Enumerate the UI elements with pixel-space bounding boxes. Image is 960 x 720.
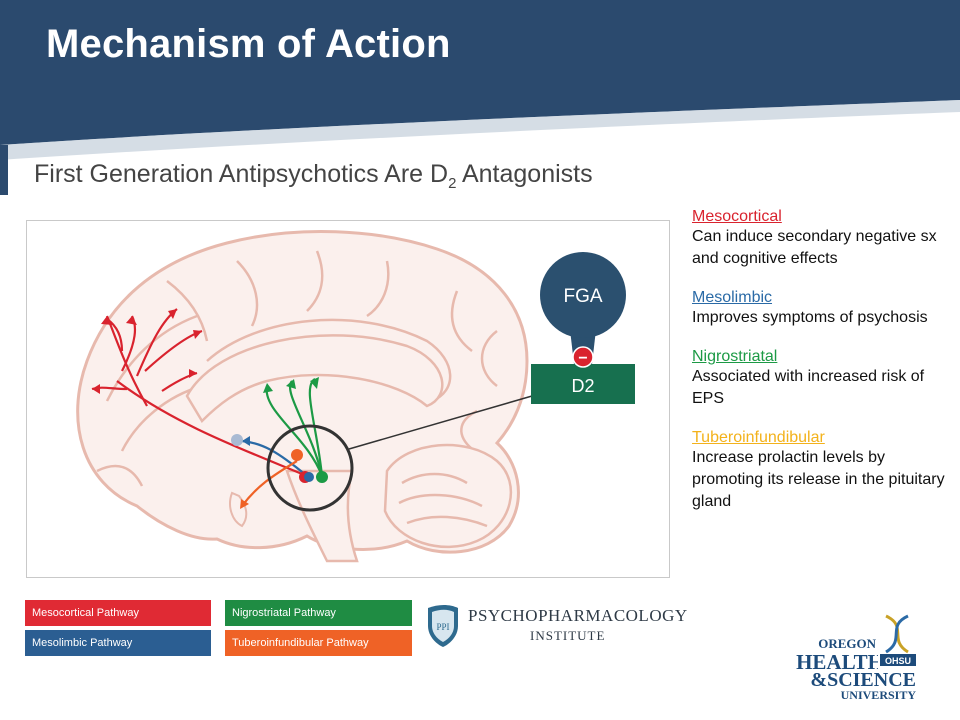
block-icon bbox=[572, 346, 594, 368]
pathway-name: Mesocortical bbox=[692, 208, 782, 225]
pathway-name: Mesolimbic bbox=[692, 289, 773, 306]
tuberoinfundibular-nucleus bbox=[291, 449, 303, 461]
pathway-name: Nigrostriatal bbox=[692, 348, 778, 365]
pathway-description: Can induce secondary negative sx and cog… bbox=[692, 228, 937, 267]
zoom-circle bbox=[266, 424, 354, 512]
ppi-institute: INSTITUTE bbox=[530, 628, 606, 643]
subtitle-main: First Generation Antipsychotics Are D bbox=[34, 160, 449, 188]
ppi-shield-icon: PPI bbox=[428, 605, 458, 647]
corpus-callosum bbox=[185, 334, 444, 424]
nigrostriatal-arrowheads bbox=[263, 377, 319, 393]
pathway-descriptions: Mesocortical Can induce secondary negati… bbox=[692, 207, 952, 531]
pathway-name: Tuberoinfundibular bbox=[692, 429, 825, 446]
ohsu-logo: OREGON HEALTH &SCIENCE UNIVERSITY OHSU bbox=[794, 612, 918, 702]
pathway-mesocortical: Mesocortical Can induce secondary negati… bbox=[692, 207, 952, 270]
mesocortical-pathway bbox=[91, 308, 308, 478]
mesolimbic-target bbox=[231, 434, 243, 446]
header-band bbox=[0, 0, 960, 195]
subtitle-subscript: 2 bbox=[448, 175, 457, 192]
ohsu-science: &SCIENCE bbox=[810, 669, 916, 691]
ppi-name: PSYCHOPHARMACOLOGY bbox=[468, 606, 688, 625]
fga-molecule bbox=[540, 252, 626, 338]
vta-dot-blue bbox=[304, 472, 314, 482]
ohsu-helix-icon: OHSU bbox=[878, 612, 918, 670]
ppi-logo: PPI PSYCHOPHARMACOLOGY INSTITUTE bbox=[424, 602, 687, 652]
ohsu-university: UNIVERSITY bbox=[840, 688, 916, 702]
ppi-mark: PPI bbox=[436, 622, 449, 632]
tuberoinfundibular-pathway bbox=[241, 460, 298, 507]
ohsu-badge: OHSU bbox=[885, 656, 911, 666]
pathway-description: Increase prolactin levels by promoting i… bbox=[692, 449, 945, 510]
diagram-subtitle: First Generation Antipsychotics Are D2 A… bbox=[34, 160, 593, 192]
legend-mesocortical: Mesocortical Pathway bbox=[25, 600, 211, 626]
brain-diagram: D2 FGA − bbox=[76, 230, 635, 563]
mesolimbic-arrowhead bbox=[242, 436, 250, 446]
block-symbol: − bbox=[578, 350, 587, 367]
pathway-nigrostriatal: Nigrostriatal Associated with increased … bbox=[692, 347, 952, 410]
pathway-description: Improves symptoms of psychosis bbox=[692, 309, 928, 326]
sn-dot-green bbox=[316, 471, 328, 483]
zoom-connector bbox=[348, 395, 533, 450]
cerebellum bbox=[383, 443, 513, 549]
ohsu-health: HEALTH bbox=[796, 650, 884, 674]
fga-label: FGA bbox=[563, 286, 602, 307]
tuberoinfundibular-arrowhead bbox=[240, 499, 249, 509]
legend-nigrostriatal: Nigrostriatal Pathway bbox=[225, 600, 412, 626]
pathway-description: Associated with increased risk of EPS bbox=[692, 368, 925, 407]
legend-mesolimbic: Mesolimbic Pathway bbox=[25, 630, 211, 656]
legend-tuberoinfundibular: Tuberoinfundibular Pathway bbox=[225, 630, 412, 656]
brainstem bbox=[285, 469, 359, 563]
ohsu-oregon: OREGON bbox=[818, 636, 876, 651]
d2-label: D2 bbox=[571, 376, 594, 396]
subtitle-end: Antagonists bbox=[456, 160, 593, 188]
pathway-mesolimbic: Mesolimbic Improves symptoms of psychosi… bbox=[692, 288, 952, 329]
pathway-tuberoinfundibular: Tuberoinfundibular Increase prolactin le… bbox=[692, 428, 952, 513]
d2-receptor bbox=[531, 364, 635, 404]
mesocortical-arrowheads bbox=[92, 309, 202, 394]
slide-title: Mechanism of Action bbox=[46, 22, 451, 66]
